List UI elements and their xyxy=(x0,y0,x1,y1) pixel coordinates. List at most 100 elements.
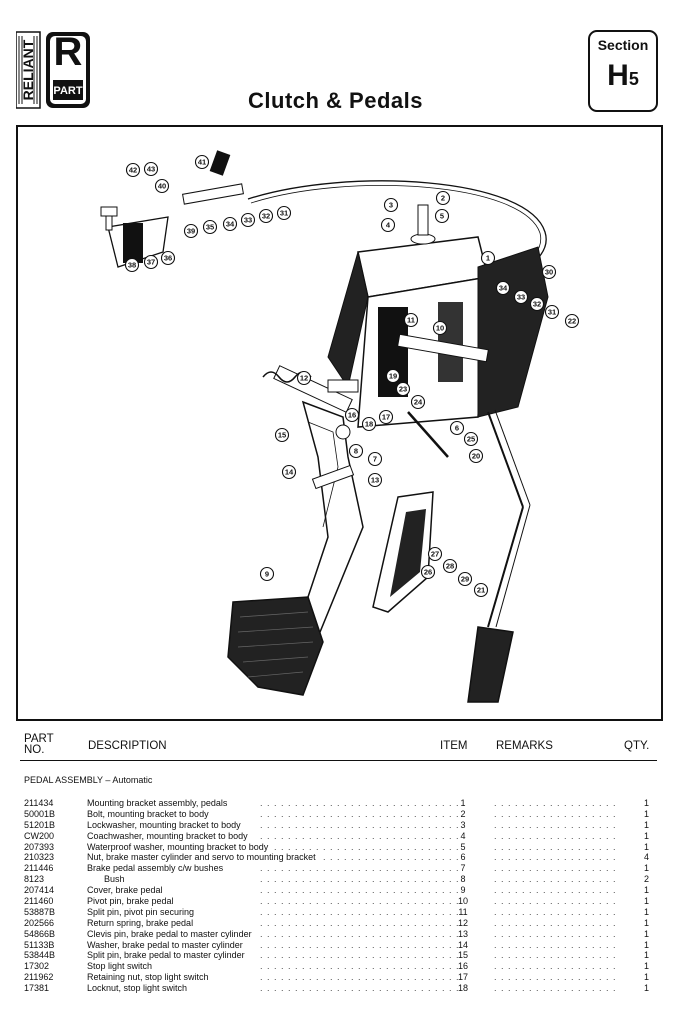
svg-text:25: 25 xyxy=(467,435,475,444)
remarks-dots: . . . . . . . . . . . . . . . . . . . . … xyxy=(494,906,616,917)
row-item: 16 xyxy=(457,961,468,972)
row-part-no: 51133B xyxy=(24,939,55,950)
header-rule xyxy=(20,760,657,761)
logo-brand-text: RELIANT xyxy=(20,39,36,100)
svg-text:41: 41 xyxy=(198,158,206,167)
row-description: Bolt, mounting bracket to body xyxy=(87,808,213,820)
callout-31: 31 xyxy=(544,304,560,320)
row-qty: 1 xyxy=(643,819,649,830)
row-description: Retaining nut, stop light switch xyxy=(87,972,213,984)
row-item: 13 xyxy=(457,928,468,939)
leader-dots: . . . . . . . . . . . . . . . . . . . . … xyxy=(260,950,460,961)
remarks-dots: . . . . . . . . . . . . . . . . . . . . … xyxy=(494,819,616,830)
svg-text:42: 42 xyxy=(129,166,137,175)
callout-42: 42 xyxy=(125,162,141,178)
callout-14: 14 xyxy=(281,464,297,480)
leader-dots: . . . . . . . . . . . . . . . . . . . . … xyxy=(260,819,460,830)
callout-10: 10 xyxy=(432,320,448,336)
callout-36: 36 xyxy=(160,250,176,266)
callout-17: 17 xyxy=(378,409,394,425)
row-qty: 1 xyxy=(643,983,649,994)
row-item: 11 xyxy=(458,906,468,917)
svg-text:11: 11 xyxy=(407,316,415,325)
leader-dots: . . . . . . . . . . . . . . . . . . . . … xyxy=(260,939,460,950)
svg-text:2: 2 xyxy=(441,194,445,203)
row-qty: 4 xyxy=(643,852,649,863)
remarks-dots: . . . . . . . . . . . . . . . . . . . . … xyxy=(494,874,616,885)
svg-text:34: 34 xyxy=(499,284,508,293)
remarks-dots: . . . . . . . . . . . . . . . . . . . . … xyxy=(494,928,616,939)
row-qty: 1 xyxy=(643,808,649,819)
callout-41: 41 xyxy=(194,154,210,170)
row-item: 2 xyxy=(460,808,466,819)
svg-text:32: 32 xyxy=(262,212,270,221)
svg-text:10: 10 xyxy=(436,324,444,333)
svg-text:27: 27 xyxy=(431,550,439,559)
remarks-dots: . . . . . . . . . . . . . . . . . . . . … xyxy=(494,830,616,841)
callout-23: 23 xyxy=(395,381,411,397)
row-description: Brake pedal assembly c/w bushes xyxy=(87,863,228,875)
callout-43: 43 xyxy=(143,161,159,177)
svg-text:29: 29 xyxy=(461,575,469,584)
callout-35: 35 xyxy=(202,219,218,235)
svg-text:43: 43 xyxy=(147,165,155,174)
svg-text:18: 18 xyxy=(365,420,373,429)
row-qty: 1 xyxy=(643,885,649,896)
row-qty: 1 xyxy=(643,830,649,841)
row-qty: 1 xyxy=(643,928,649,939)
callout-4: 4 xyxy=(380,217,396,233)
row-qty: 1 xyxy=(643,863,649,874)
callout-27: 27 xyxy=(427,546,443,562)
remarks-dots: . . . . . . . . . . . . . . . . . . . . … xyxy=(494,961,616,972)
svg-text:30: 30 xyxy=(545,268,553,277)
row-description: Lockwasher, mounting bracket to body xyxy=(87,819,245,831)
table-row: . . . . . . . . . . . . . . . . . . . . … xyxy=(24,819,649,831)
callout-34b: 34 xyxy=(222,216,238,232)
table-row: . . . . . . . . . . . . . . . . . . . . … xyxy=(24,841,649,853)
row-description: Return spring, brake pedal xyxy=(87,917,198,929)
leader-dots: . . . . . . . . . . . . . . . . . . . . … xyxy=(260,972,460,983)
row-description: Coachwasher, mounting bracket to body xyxy=(87,830,252,842)
callout-19: 19 xyxy=(385,368,401,384)
callout-13: 13 xyxy=(367,472,383,488)
row-item: 1 xyxy=(460,798,466,808)
svg-text:5: 5 xyxy=(440,212,444,221)
col-description-header: DESCRIPTION xyxy=(88,740,167,752)
row-part-no: 211434 xyxy=(24,798,54,808)
callout-7: 7 xyxy=(367,451,383,467)
svg-text:37: 37 xyxy=(147,258,155,267)
row-part-no: 54866B xyxy=(24,928,56,939)
row-description: Waterproof washer, mounting bracket to b… xyxy=(87,841,273,853)
svg-text:40: 40 xyxy=(158,182,166,191)
row-item: 8 xyxy=(460,874,466,885)
row-part-no: 207414 xyxy=(24,885,55,896)
callout-34: 34 xyxy=(495,280,511,296)
row-part-no: 53887B xyxy=(24,906,56,917)
callout-28: 28 xyxy=(442,558,458,574)
group-title: PEDAL ASSEMBLY – Automatic xyxy=(24,775,153,785)
svg-text:16: 16 xyxy=(348,411,356,420)
svg-text:4: 4 xyxy=(386,221,391,230)
svg-text:15: 15 xyxy=(278,431,286,440)
table-row: . . . . . . . . . . . . . . . . . . . . … xyxy=(24,808,649,820)
callout-30: 30 xyxy=(541,264,557,280)
row-qty: 1 xyxy=(643,906,649,917)
svg-text:28: 28 xyxy=(446,562,454,571)
callout-15: 15 xyxy=(274,427,290,443)
callout-8: 8 xyxy=(348,443,364,459)
leader-dots: . . . . . . . . . . . . . . . . . . . . … xyxy=(260,798,460,808)
row-part-no: 17381 xyxy=(24,983,50,994)
row-part-no: 211446 xyxy=(24,863,54,874)
callout-32: 32 xyxy=(529,296,545,312)
row-item: 9 xyxy=(460,885,466,896)
svg-text:6: 6 xyxy=(455,424,459,433)
row-qty: 1 xyxy=(643,841,649,852)
remarks-dots: . . . . . . . . . . . . . . . . . . . . … xyxy=(494,841,616,852)
table-row: . . . . . . . . . . . . . . . . . . . . … xyxy=(24,950,649,962)
leader-dots: . . . . . . . . . . . . . . . . . . . . … xyxy=(260,863,460,874)
row-item: 14 xyxy=(457,939,468,950)
callout-33b: 33 xyxy=(240,212,256,228)
callout-16: 16 xyxy=(344,407,360,423)
svg-text:26: 26 xyxy=(424,568,432,577)
svg-text:34: 34 xyxy=(226,220,235,229)
